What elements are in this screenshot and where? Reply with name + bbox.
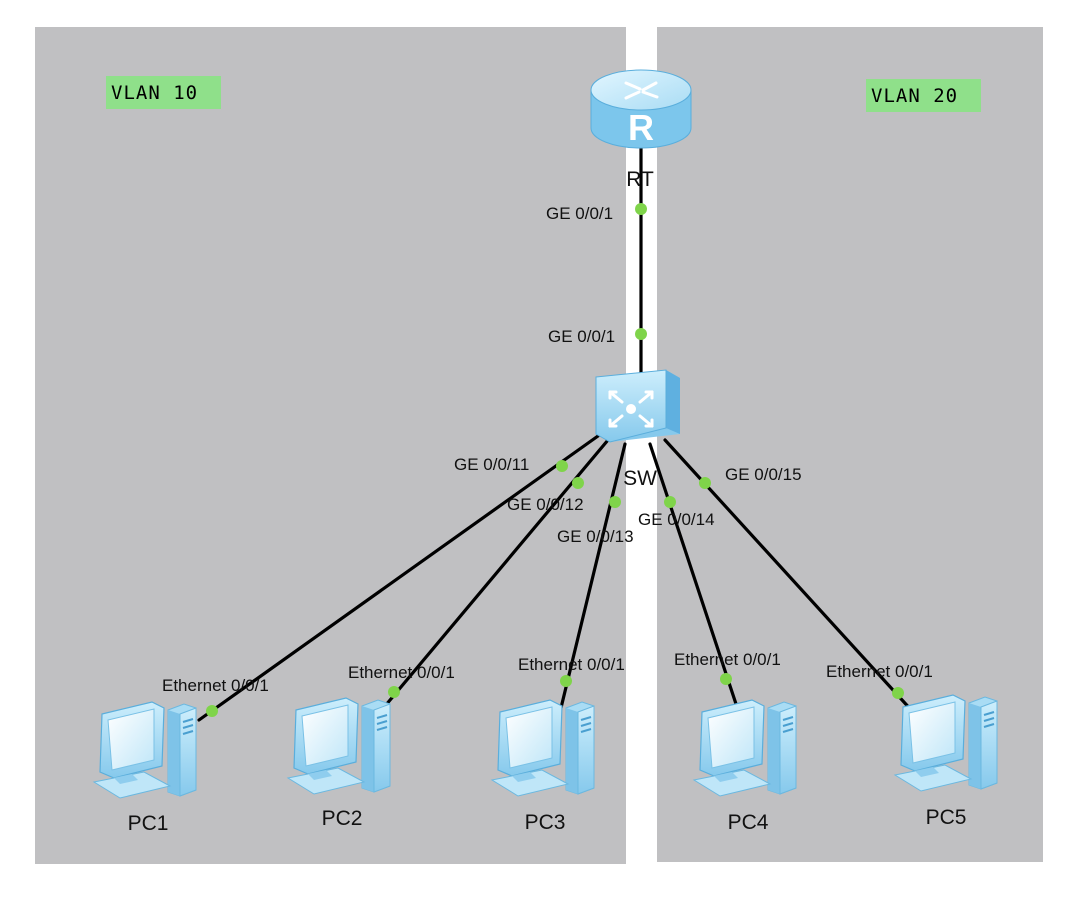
port-dot-sw-ge0013 (609, 496, 621, 508)
pc1-label: PC1 (128, 812, 169, 835)
sw-port-ge0014-label: GE 0/0/14 (638, 510, 715, 529)
rt-port-label: GE 0/0/1 (546, 204, 613, 223)
port-dot-pc5-eth (892, 687, 904, 699)
router-device[interactable]: R RT (590, 69, 692, 191)
pc1-device[interactable]: PC1 (93, 701, 197, 835)
pc5-port-label: Ethernet 0/0/1 (826, 662, 933, 681)
pc4-device[interactable]: PC4 (693, 699, 797, 834)
pc4-label: PC4 (728, 811, 769, 834)
sw-port-ge0015-label: GE 0/0/15 (725, 465, 802, 484)
switch-device[interactable]: SW (595, 369, 680, 490)
port-dot-sw-ge0014 (664, 496, 676, 508)
switch-icon (595, 369, 680, 443)
router-icon: R (590, 69, 692, 149)
pc3-device[interactable]: PC3 (491, 699, 595, 834)
pc3-port-label: Ethernet 0/0/1 (518, 655, 625, 674)
port-dot-sw-ge0011 (556, 460, 568, 472)
port-dot-sw-ge0012 (572, 477, 584, 489)
port-dot-pc2-eth (388, 686, 400, 698)
pc2-label: PC2 (322, 807, 363, 830)
port-dot-pc3-eth (560, 675, 572, 687)
pc2-device[interactable]: PC2 (287, 697, 391, 830)
vlan-10-label: VLAN 10 (111, 82, 198, 104)
pc2-port-label: Ethernet 0/0/1 (348, 663, 455, 682)
port-dot-sw-ge001 (635, 328, 647, 340)
sw-port-ge0013-label: GE 0/0/13 (557, 527, 634, 546)
pc3-label: PC3 (525, 811, 566, 834)
pc4-icon (693, 699, 797, 797)
pc3-icon (491, 699, 595, 797)
port-dot-sw-ge0015 (699, 477, 711, 489)
pc5-device[interactable]: PC5 (894, 694, 998, 829)
pc1-port-label: Ethernet 0/0/1 (162, 676, 269, 695)
pc5-icon (894, 694, 998, 792)
pc5-label: PC5 (926, 806, 967, 829)
port-dot-rt-ge001 (635, 203, 647, 215)
port-dot-pc4-eth (720, 673, 732, 685)
router-r-glyph: R (628, 107, 654, 148)
vlan-20-badge: VLAN 20 (866, 79, 981, 112)
pc1-icon (93, 701, 197, 799)
pc2-icon (287, 697, 391, 795)
switch-label: SW (623, 467, 657, 490)
link-sw-pc2 (378, 438, 610, 714)
port-dot-pc1-eth (206, 705, 218, 717)
vlan-20-label: VLAN 20 (871, 85, 958, 107)
link-sw-pc3 (558, 442, 627, 714)
vlan-10-badge: VLAN 10 (106, 76, 221, 109)
port-labels: GE 0/0/1 GE 0/0/1 GE 0/0/11 GE 0/0/12 GE… (162, 204, 933, 695)
link-sw-pc4 (648, 442, 740, 712)
pc4-port-label: Ethernet 0/0/1 (674, 650, 781, 669)
port-dots (206, 203, 904, 717)
sw-port-ge0011-label: GE 0/0/11 (454, 455, 529, 474)
sw-uplink-port-label: GE 0/0/1 (548, 327, 615, 346)
link-sw-pc1 (197, 434, 600, 722)
router-label: RT (626, 168, 654, 191)
sw-port-ge0012-label: GE 0/0/12 (507, 495, 584, 514)
